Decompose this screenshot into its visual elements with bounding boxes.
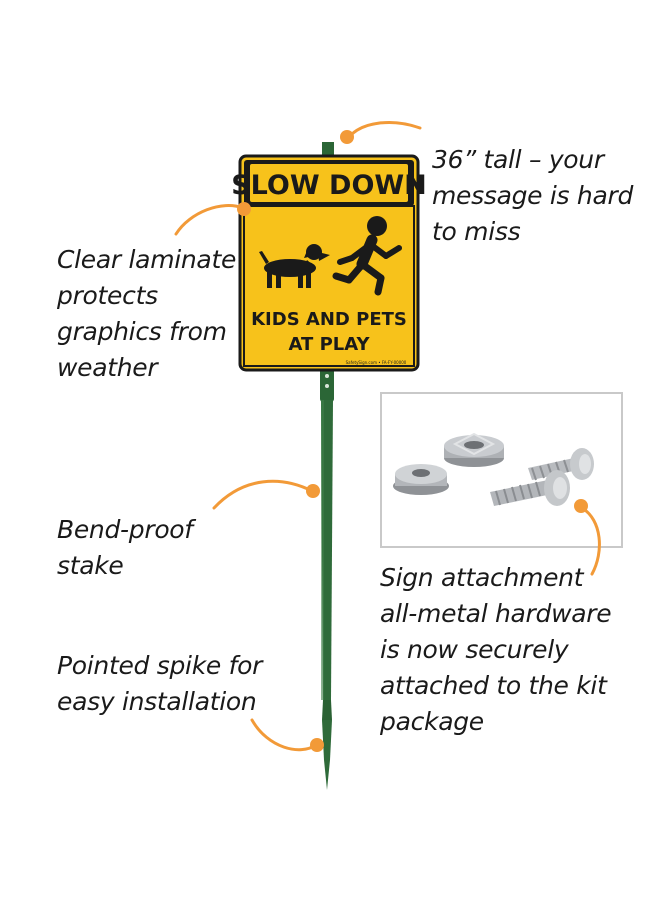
callout-height-line-1: 36” tall – your — [432, 145, 604, 174]
callout-stake-line-2: stake — [57, 551, 124, 580]
callout-spike: Pointed spike for easy installation — [57, 648, 262, 720]
sign-header-text: SLOW DOWN — [231, 170, 427, 201]
callout-height-line-3: to miss — [432, 217, 521, 246]
callout-hardware-line-3: is now securely — [380, 635, 569, 664]
dog-icon — [259, 244, 330, 288]
flange-nut-front — [393, 464, 449, 495]
sign-fine-print: SafetySign.com • FA-FY-00000 — [346, 360, 407, 365]
sign-line-2: AT PLAY — [289, 334, 371, 355]
callout-hardware-line-2: all-metal hardware — [380, 599, 612, 628]
callout-stake: Bend-proof stake — [57, 512, 193, 584]
running-child-icon — [332, 216, 402, 296]
callout-laminate-line-1: Clear laminate — [57, 245, 237, 274]
flange-nut-back — [444, 432, 504, 467]
callout-dots — [237, 130, 588, 752]
stake-spike — [322, 720, 332, 790]
callout-laminate-line-3: graphics from — [57, 317, 227, 346]
dot-hardware — [574, 499, 588, 513]
sign: SLOW DOWN — [231, 154, 427, 372]
bolt-back — [528, 448, 594, 481]
callout-hardware-line-5: package — [380, 707, 484, 736]
callout-laminate-line-4: weather — [57, 353, 158, 382]
bolt-front — [490, 470, 570, 506]
callout-spike-line-2: easy installation — [57, 687, 257, 716]
connector-laminate — [174, 204, 245, 236]
callout-stake-line-1: Bend-proof — [57, 515, 193, 544]
callout-hardware: Sign attachment all-metal hardware is no… — [380, 560, 612, 740]
callout-laminate: Clear laminate protects graphics from we… — [57, 242, 236, 386]
dot-stake — [306, 484, 320, 498]
connector-hardware — [580, 506, 601, 576]
callout-hardware-line-4: attached to the kit — [380, 671, 607, 700]
callout-hardware-line-1: Sign attachment — [380, 563, 584, 592]
callout-height-line-2: message is hard — [432, 181, 634, 210]
callout-height: 36” tall – your message is hard to miss — [432, 142, 633, 250]
hardware-photo — [380, 392, 623, 548]
callout-spike-line-1: Pointed spike for — [57, 651, 263, 680]
dot-laminate — [237, 202, 251, 216]
dot-spike — [310, 738, 324, 752]
connector-spike — [250, 718, 318, 752]
connector-stake — [212, 479, 314, 510]
dot-height — [340, 130, 354, 144]
sign-line-1: KIDS AND PETS — [251, 309, 407, 330]
callout-laminate-line-2: protects — [57, 281, 158, 310]
connector-height — [347, 121, 422, 139]
